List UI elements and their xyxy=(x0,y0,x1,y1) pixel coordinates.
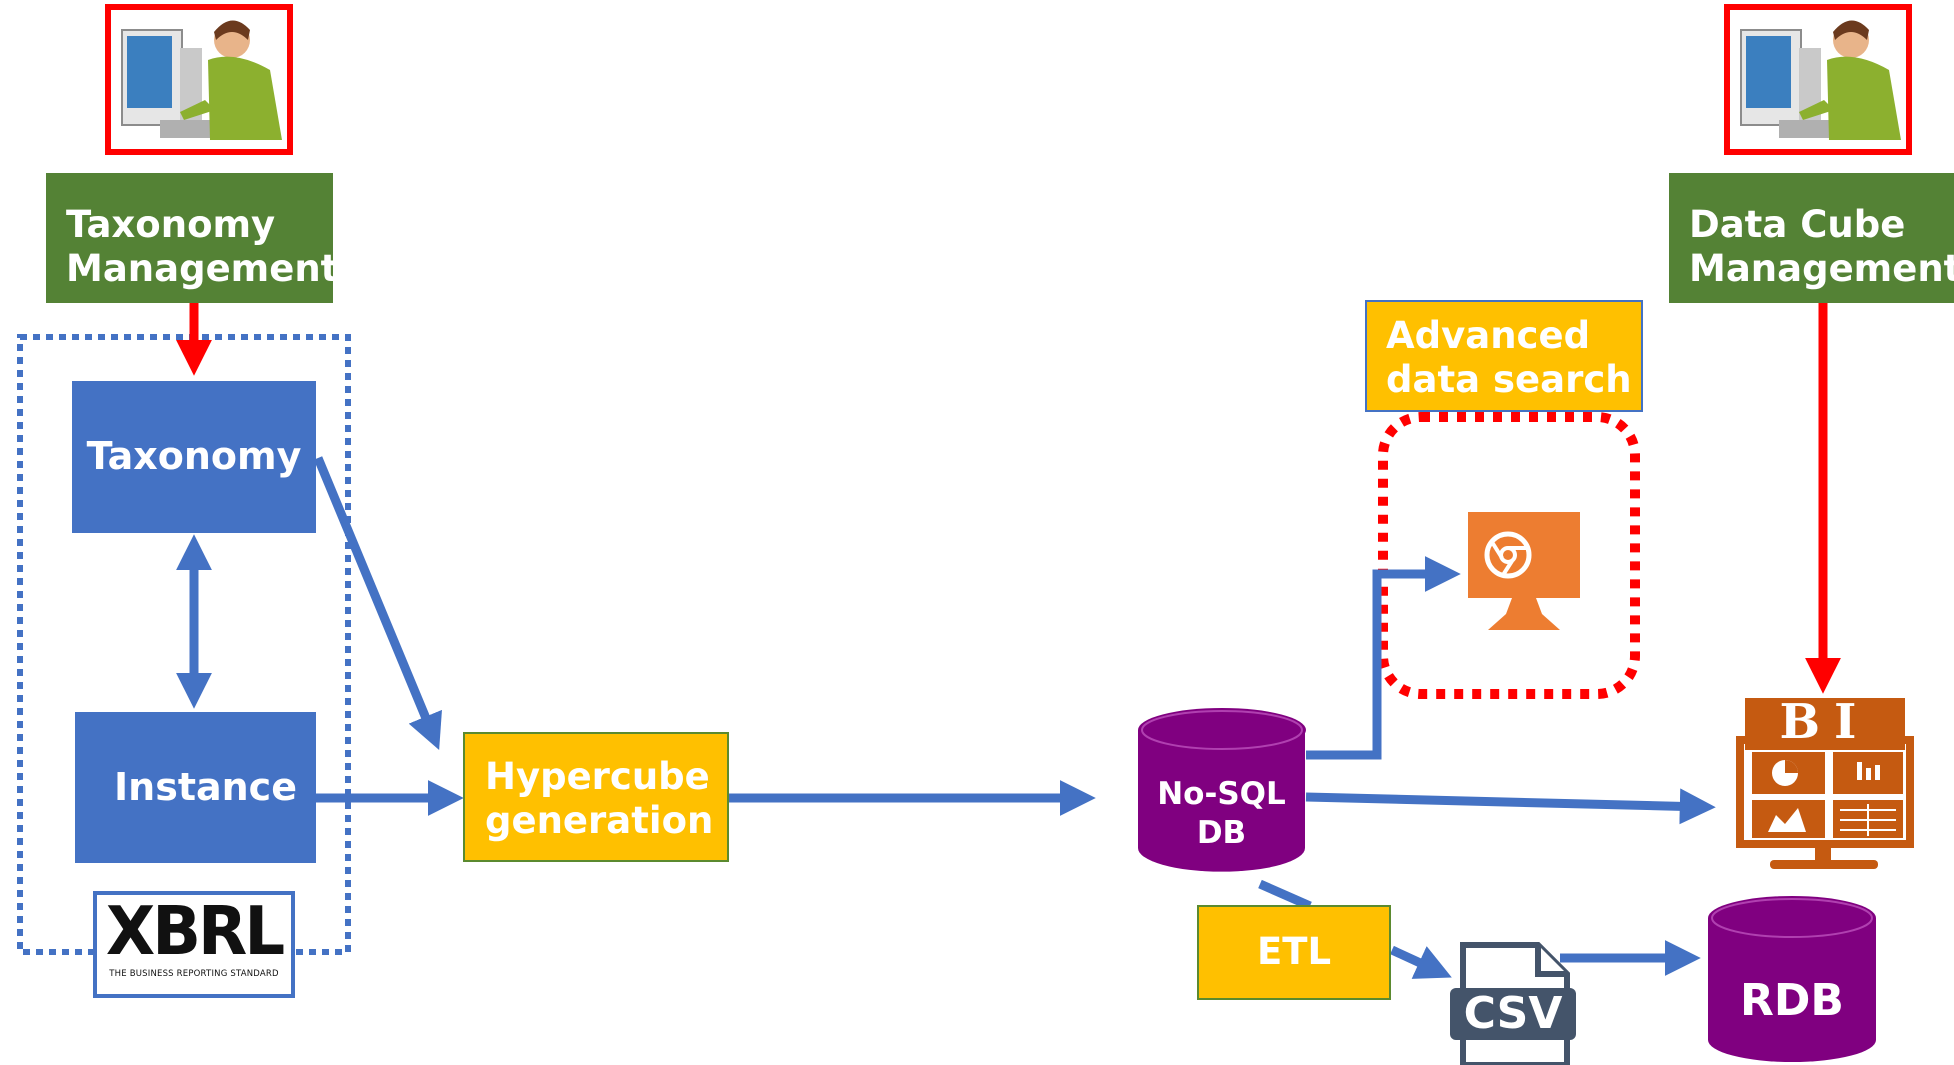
taxonomy-label: Taxonomy xyxy=(86,434,302,479)
nosql-line1: No-SQL xyxy=(1157,776,1286,812)
bi-text: BI xyxy=(1779,694,1871,750)
csv-file-icon xyxy=(1450,942,1576,1065)
bi-dashboard-icon xyxy=(1736,698,1914,869)
instance-document: Instance xyxy=(75,712,316,863)
csv-text: CSV xyxy=(1463,988,1563,1039)
advanced-search-line2: data search xyxy=(1386,358,1632,402)
arrow-taxonomy-to-hypercube xyxy=(313,456,442,750)
instance-label: Instance xyxy=(114,764,297,809)
taxonomy-management-line1: Taxonomy xyxy=(66,203,276,246)
data-cube-management-box: Data Cube Management xyxy=(1669,173,1954,303)
etl-label: ETL xyxy=(1256,930,1332,974)
red-flow-arrows xyxy=(176,303,1841,694)
nosql-db-cylinder xyxy=(1138,708,1306,872)
arrow-nosql-to-bi xyxy=(1305,788,1716,825)
csv-logo-text: CSV xyxy=(1450,990,1576,1038)
rdb-cylinder xyxy=(1708,896,1876,1062)
arrow-etl-to-csv xyxy=(1390,945,1452,979)
advanced-search-frame xyxy=(1378,412,1640,699)
advanced-search-box: Advanced data search xyxy=(1365,300,1643,412)
bi-logo-text: BI xyxy=(1745,696,1905,748)
xbrl-logo-text: XBRL THE BUSINESS REPORTING STANDARD xyxy=(97,893,291,979)
etl-box: ETL xyxy=(1197,905,1391,1000)
arrow-nosql-to-search xyxy=(1306,556,1461,760)
nosql-db-label: No-SQL DB xyxy=(1138,775,1305,853)
taxonomy-document: Taxonomy xyxy=(72,381,316,533)
hypercube-line1: Hypercube xyxy=(485,755,710,798)
taxonomy-management-box: Taxonomy Management xyxy=(46,173,339,303)
arrow-nosql-to-etl xyxy=(1258,879,1312,911)
data-cube-management-line1: Data Cube xyxy=(1689,203,1906,246)
hypercube-generation-box: Hypercube generation xyxy=(463,732,729,862)
taxonomy-management-line2: Management xyxy=(66,247,339,291)
chrome-monitor-icon xyxy=(1468,512,1580,630)
user-at-computer-icon xyxy=(105,4,293,155)
hypercube-line2: generation xyxy=(485,799,714,843)
xbrl-wordmark: XBRL xyxy=(105,893,285,971)
data-cube-management-line2: Management xyxy=(1689,247,1954,291)
advanced-search-line1: Advanced xyxy=(1386,314,1591,357)
nosql-line2: DB xyxy=(1196,814,1247,851)
blue-flow-arrows xyxy=(176,456,1716,979)
xbrl-logo xyxy=(93,891,295,998)
user-at-computer-icon-right xyxy=(1724,4,1912,155)
rdb-label: RDB xyxy=(1708,975,1876,1026)
xbrl-tagline: THE BUSINESS REPORTING STANDARD xyxy=(109,969,279,979)
rdb-text: RDB xyxy=(1740,975,1844,1026)
